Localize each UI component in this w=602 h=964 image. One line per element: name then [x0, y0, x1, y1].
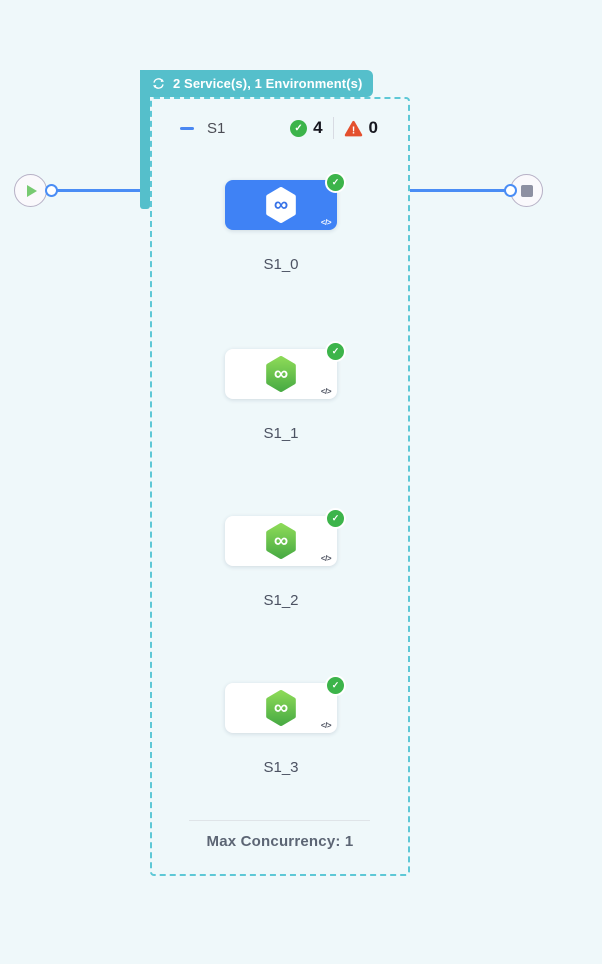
- status-success-badge: ✓: [325, 341, 346, 362]
- failed-count: 0: [368, 118, 378, 137]
- status-success-badge: ✓: [325, 675, 346, 696]
- service-card[interactable]: ✓ ∞ </>: [225, 508, 346, 566]
- check-glyph: ✓: [331, 177, 340, 187]
- infinity-glyph: ∞: [274, 363, 288, 385]
- service-card[interactable]: ✓ ∞ </>: [225, 675, 346, 733]
- edge-start-to-stage: [52, 189, 150, 192]
- badge-label: 2 Service(s), 1 Environment(s): [173, 76, 363, 91]
- status-success-badge: ✓: [325, 508, 346, 529]
- stage-title-group: S1: [180, 120, 225, 137]
- node-label[interactable]: S1_3: [263, 759, 299, 776]
- check-glyph: ✓: [294, 122, 303, 134]
- code-icon: </>: [320, 721, 332, 730]
- stage-name[interactable]: S1: [207, 119, 226, 137]
- service-node-s1-0[interactable]: ✓ ∞ </> S1_0: [225, 172, 346, 273]
- play-icon: [27, 184, 37, 197]
- start-node[interactable]: [14, 174, 47, 207]
- harness-service-icon: ∞: [266, 690, 296, 726]
- success-count-icon: ✓: [290, 119, 308, 137]
- connector-dot-left: [45, 184, 58, 197]
- service-node-s1-2[interactable]: ✓ ∞ </> S1_2: [225, 508, 346, 609]
- code-icon: </>: [320, 554, 332, 563]
- service-card-selected[interactable]: ✓ ∞ </>: [225, 172, 346, 230]
- check-glyph: ✓: [331, 680, 340, 690]
- services-environments-badge[interactable]: 2 Service(s), 1 Environment(s): [140, 70, 374, 97]
- check-glyph: ✓: [331, 346, 340, 356]
- warning-icon: !: [344, 120, 362, 136]
- node-label[interactable]: S1_2: [263, 592, 299, 609]
- stage-group-accent-strip: [140, 70, 150, 209]
- max-concurrency-label: Max Concurrency: 1: [206, 833, 354, 850]
- service-node-s1-1[interactable]: ✓ ∞ </> S1_1: [225, 341, 346, 442]
- loop-icon: [152, 78, 164, 89]
- count-divider: [332, 117, 334, 139]
- node-label[interactable]: S1_0: [263, 256, 299, 273]
- collapse-minus-icon[interactable]: [180, 126, 194, 130]
- connector-dot-right: [504, 184, 517, 197]
- code-icon: </>: [320, 218, 332, 227]
- service-node-s1-3[interactable]: ✓ ∞ </> S1_3: [225, 675, 346, 776]
- node-label[interactable]: S1_1: [263, 425, 299, 442]
- infinity-glyph: ∞: [274, 530, 288, 552]
- harness-service-icon: ∞: [266, 187, 296, 223]
- footer-divider: [189, 820, 370, 821]
- harness-service-icon: ∞: [266, 523, 296, 559]
- stop-icon: [520, 184, 533, 197]
- success-count: 4: [313, 118, 323, 137]
- warning-glyph: !: [351, 125, 354, 136]
- stage-group-container: S1 ✓ 4 ! 0 ✓ ∞ </>: [150, 97, 410, 876]
- code-icon: </>: [320, 387, 332, 396]
- infinity-glyph: ∞: [274, 697, 288, 719]
- service-card[interactable]: ✓ ∞ </>: [225, 341, 346, 399]
- stage-status-counts: ✓ 4 ! 0: [290, 117, 378, 139]
- edge-stage-to-end: [410, 189, 506, 192]
- check-glyph: ✓: [331, 513, 340, 523]
- harness-service-icon: ∞: [266, 356, 296, 392]
- status-success-badge: ✓: [325, 172, 346, 193]
- infinity-glyph: ∞: [274, 194, 288, 216]
- stage-header: S1 ✓ 4 ! 0: [180, 115, 378, 141]
